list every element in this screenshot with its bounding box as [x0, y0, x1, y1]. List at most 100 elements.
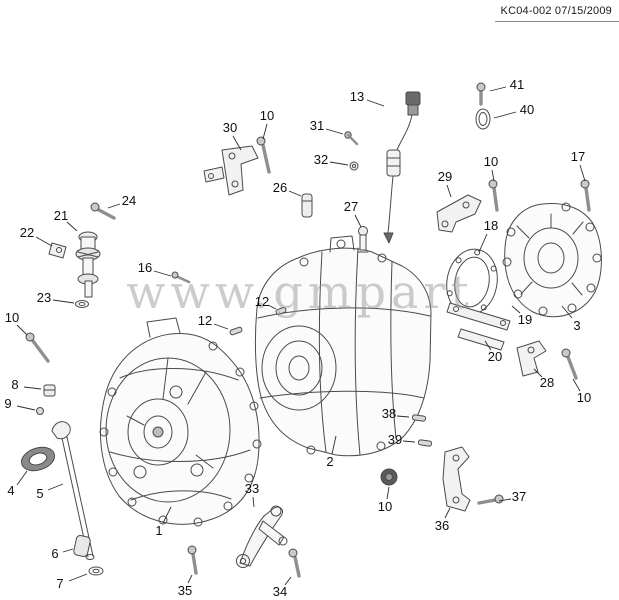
leader-line-6-26 — [62, 548, 74, 553]
part-4-seal — [20, 446, 56, 472]
callout-5-25: 5 — [36, 486, 43, 501]
leader-line-36-36 — [444, 507, 451, 519]
callout-40-1: 40 — [520, 102, 534, 117]
part-30-bracket — [203, 145, 259, 196]
leader-line-9-23 — [16, 405, 36, 411]
part-7-oring — [88, 566, 104, 576]
part-16-bolt — [171, 271, 191, 284]
callout-1-28: 1 — [155, 523, 162, 538]
leader-line-19-38 — [511, 305, 521, 314]
part-10-bolt-b — [488, 179, 499, 212]
part-24-bolt — [90, 202, 116, 220]
part-19-guide-plate — [446, 302, 511, 331]
leader-line-32-6 — [329, 161, 349, 166]
part-31-screw — [344, 131, 359, 146]
part-34-bolt — [288, 548, 301, 578]
leader-line-21-15 — [66, 221, 78, 232]
part-17-bolt — [580, 179, 591, 212]
part-32-grommet — [349, 161, 359, 171]
part-5-shift-shaft — [51, 421, 95, 560]
callout-10-10: 10 — [484, 154, 498, 169]
leader-line-3-13 — [561, 305, 573, 319]
callout-38-33: 38 — [382, 406, 396, 421]
callout-6-26: 6 — [51, 546, 58, 561]
part-40-oring — [475, 108, 491, 130]
part-28-bracket — [516, 340, 547, 377]
part-10-bolt-c — [25, 332, 50, 363]
part-6-bushing — [73, 535, 91, 557]
part-12-dowel-pin-b — [275, 307, 287, 315]
leader-line-22-16 — [35, 236, 53, 247]
leader-line-10-4 — [262, 123, 268, 140]
callout-19-38: 19 — [518, 312, 532, 327]
leader-line-29-9 — [446, 184, 452, 198]
callout-21-15: 21 — [54, 208, 68, 223]
leader-line-4-24 — [16, 470, 28, 486]
leader-line-2-32 — [331, 435, 337, 455]
leader-line-40-1 — [493, 111, 517, 119]
leader-line-28-40 — [533, 368, 543, 378]
callout-24-14: 24 — [122, 193, 136, 208]
callout-32-6: 32 — [314, 152, 328, 167]
callout-4-24: 4 — [7, 483, 14, 498]
leader-line-38-33 — [396, 415, 410, 418]
watermark-text: www.gmpart — [126, 265, 474, 319]
callout-20-39: 20 — [488, 349, 502, 364]
callout-35-29: 35 — [178, 583, 192, 598]
callout-8-22: 8 — [11, 377, 18, 392]
part-9-pin — [36, 407, 44, 415]
leader-line-35-29 — [187, 574, 193, 584]
callout-23-17: 23 — [37, 290, 51, 305]
callout-41-0: 41 — [510, 77, 524, 92]
leader-line-20-39 — [484, 340, 492, 351]
callout-39-34: 39 — [388, 432, 402, 447]
callout-37-37: 37 — [512, 489, 526, 504]
part-27-breather — [357, 226, 369, 253]
callout-30-3: 30 — [223, 120, 237, 135]
leader-line-10-41 — [572, 378, 581, 392]
callout-10-4: 10 — [260, 108, 274, 123]
leader-line-17-11 — [579, 164, 586, 182]
part-1-clutch-housing — [99, 317, 262, 527]
part-10-bolt-d — [561, 348, 578, 380]
leader-line-30-3 — [232, 135, 242, 151]
leader-line-26-7 — [288, 190, 302, 197]
callout-3-13: 3 — [573, 318, 580, 333]
part-26-vent-tube — [301, 193, 313, 218]
part-29-bracket — [436, 194, 482, 233]
leader-line-37-37 — [498, 498, 512, 502]
leader-line-23-17 — [52, 299, 75, 304]
leader-line-5-25 — [47, 483, 64, 491]
callout-29-9: 29 — [438, 169, 452, 184]
callout-7-27: 7 — [56, 576, 63, 591]
leader-line-31-5 — [325, 128, 344, 135]
leader-line-8-22 — [23, 386, 42, 390]
callout-10-21: 10 — [5, 310, 19, 325]
part-39-pin — [417, 439, 433, 447]
leader-line-10-21 — [16, 324, 28, 336]
leader-line-12-19 — [213, 323, 229, 330]
part-13-sensor-harness — [383, 91, 421, 244]
part-22-retainer-clip — [48, 242, 67, 259]
callout-17-11: 17 — [571, 149, 585, 164]
header-rule — [495, 21, 619, 22]
callout-27-8: 27 — [344, 199, 358, 214]
leader-line-10-35 — [386, 486, 390, 500]
part-33-release-fork — [236, 505, 288, 568]
leader-line-1-28 — [162, 506, 172, 524]
leader-line-13-2 — [366, 99, 385, 107]
callout-12-19: 12 — [198, 313, 212, 328]
callout-10-35: 10 — [378, 499, 392, 514]
leader-line-33-30 — [252, 496, 255, 508]
part-20-guide-plate — [457, 328, 505, 351]
callout-36-36: 36 — [435, 518, 449, 533]
doc-code-label: KC04-002 07/15/2009 — [500, 5, 612, 17]
part-3-rear-cover — [502, 202, 602, 318]
callout-26-7: 26 — [273, 180, 287, 195]
part-21-speed-sensor — [75, 231, 101, 298]
callout-28-40: 28 — [540, 375, 554, 390]
leader-line-34-31 — [284, 576, 292, 586]
leader-line-12-20 — [267, 304, 277, 310]
